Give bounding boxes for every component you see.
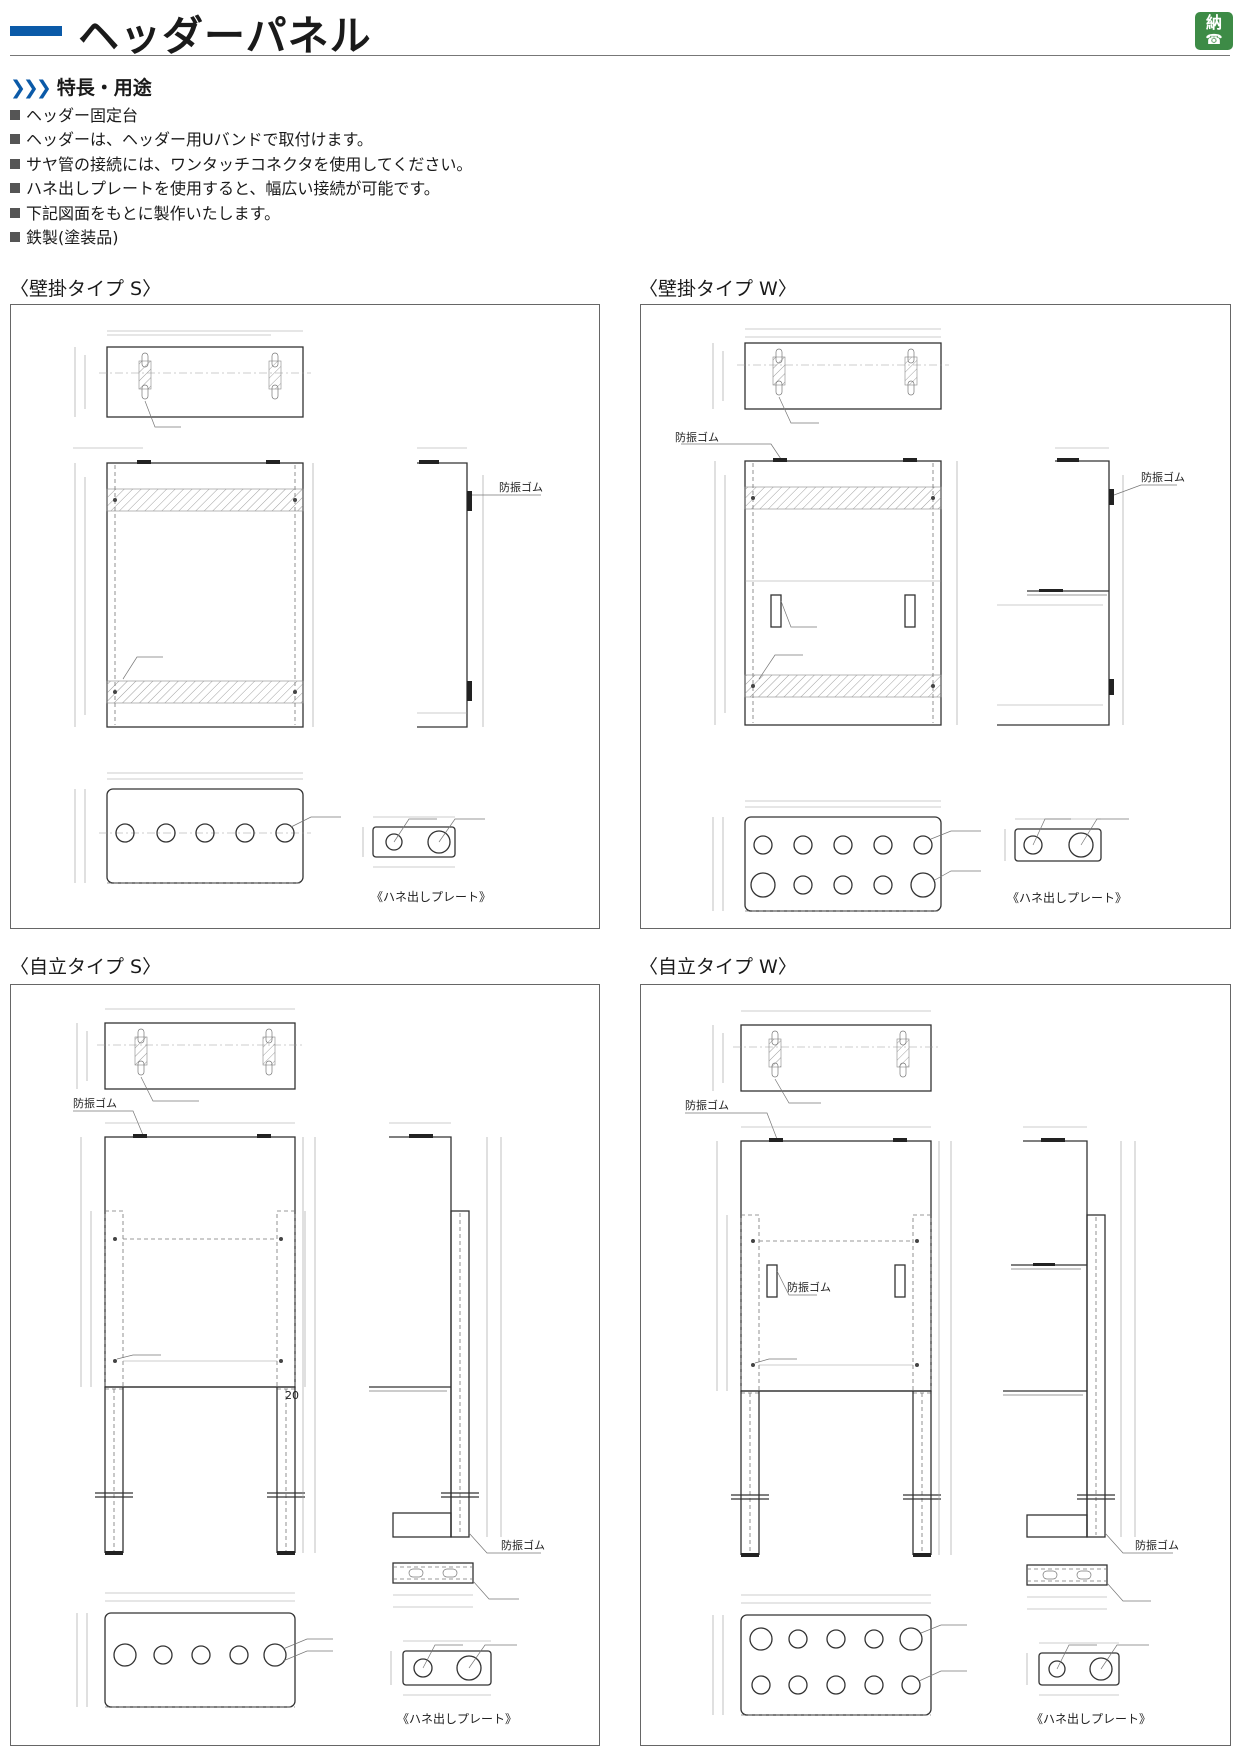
- label-anti-vibration-rubber-side: 防振ゴム: [1141, 470, 1185, 484]
- list-item: サヤ管の接続には、ワンタッチコネクタを使用してください。: [10, 153, 472, 177]
- title-accent-bar: [10, 26, 62, 36]
- drawing-stand-type-w-svg: 防振ゴム 防振ゴム 防振ゴム: [685, 1010, 1179, 1726]
- label-anti-vibration-rubber: 防振ゴム: [685, 1098, 729, 1112]
- bullet-square-icon: [10, 183, 20, 194]
- drawing-wall-type-w-svg: 防振ゴム 防振ゴム 《ハネ出しプレート》: [675, 328, 1185, 912]
- label-anti-vibration-rubber-side: 防振ゴム: [501, 1538, 545, 1552]
- label-dim-20: 20: [285, 1389, 299, 1402]
- drawing-wall-type-w: 防振ゴム 防振ゴム 《ハネ出しプレート》: [640, 304, 1231, 929]
- drawing-stand-type-w: 防振ゴム 防振ゴム 防振ゴム: [640, 984, 1231, 1746]
- label-hane-plate: 《ハネ出しプレート》: [397, 1712, 517, 1726]
- label-anti-vibration-rubber: 防振ゴム: [675, 430, 719, 444]
- drawing-stand-type-s: 防振ゴム 20 防振ゴム: [10, 984, 600, 1746]
- chevron-icon: ❯❯❯: [10, 77, 52, 99]
- bullet-square-icon: [10, 207, 20, 218]
- list-item: 鉄製(塗装品): [10, 226, 472, 250]
- label-hane-plate: 《ハネ出しプレート》: [1031, 1712, 1151, 1726]
- bullet-square-icon: [10, 158, 20, 169]
- delivery-badge: 納 ☎: [1195, 12, 1233, 50]
- label-hane-plate: 《ハネ出しプレート》: [1007, 891, 1127, 905]
- badge-label: 納: [1205, 13, 1222, 32]
- features-heading: ❯❯❯特長・用途: [10, 73, 152, 100]
- bullet-square-icon: [10, 110, 20, 120]
- features-list: ヘッダー固定台 ヘッダーは、ヘッダー用Uバンドで取付けます。 サヤ管の接続には、…: [10, 104, 472, 250]
- label-anti-vibration-rubber-front: 防振ゴム: [787, 1280, 831, 1294]
- list-item: ハネ出しプレートを使用すると、幅広い接続が可能です。: [10, 177, 472, 201]
- caption-wall-type-w: 〈壁掛タイプ W〉: [639, 278, 797, 300]
- caption-wall-type-s: 〈壁掛タイプ S〉: [10, 278, 162, 300]
- caption-stand-type-s: 〈自立タイプ S〉: [10, 956, 162, 978]
- list-item: ヘッダーは、ヘッダー用Uバンドで取付けます。: [10, 128, 472, 152]
- bullet-square-icon: [10, 134, 20, 145]
- phone-icon: ☎: [1205, 32, 1223, 48]
- label-anti-vibration-rubber: 防振ゴム: [499, 480, 543, 494]
- caption-stand-type-w: 〈自立タイプ W〉: [639, 956, 797, 978]
- title-divider: [10, 55, 1230, 56]
- drawing-stand-type-s-svg: 防振ゴム 20 防振ゴム: [73, 1008, 545, 1726]
- bullet-square-icon: [10, 232, 20, 243]
- features-heading-text: 特長・用途: [56, 77, 152, 99]
- label-anti-vibration-rubber-side: 防振ゴム: [1135, 1538, 1179, 1552]
- list-item: 下記図面をもとに製作いたします。: [10, 202, 472, 226]
- drawing-wall-type-s-svg: 防振ゴム 《ハネ出しプレート》: [73, 330, 543, 904]
- label-hane-plate: 《ハネ出しプレート》: [371, 890, 491, 904]
- list-item: ヘッダー固定台: [10, 104, 472, 128]
- label-anti-vibration-rubber: 防振ゴム: [73, 1096, 117, 1110]
- page-title: ヘッダーパネル: [78, 12, 372, 60]
- drawing-wall-type-s: 防振ゴム 《ハネ出しプレート》: [10, 304, 600, 929]
